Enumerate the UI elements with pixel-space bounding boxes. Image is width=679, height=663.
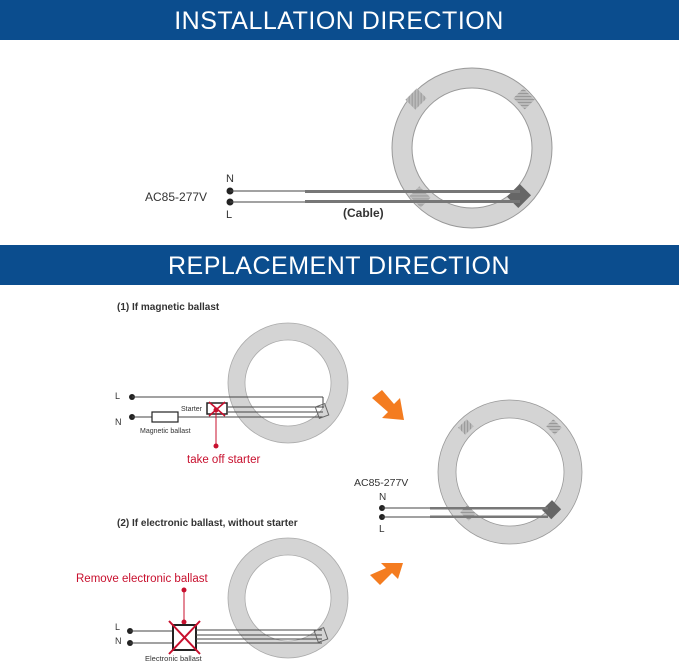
n-label: N (379, 492, 386, 503)
take-off-starter-label: take off starter (187, 454, 260, 466)
lamp-connector-icon (314, 403, 330, 419)
magnetic-ballast-label: Magnetic ballast (140, 428, 191, 435)
result-lamp-diagram: AC85-277V N L (354, 399, 583, 545)
installation-wiring: N L AC85-277V (Cable) (145, 173, 520, 221)
electronic-ballast-label: Electronic ballast (145, 654, 203, 663)
lamp-electrode-icon (405, 88, 427, 110)
lamp-electrode-icon (513, 88, 535, 110)
n-label: N (226, 173, 234, 185)
arrow-down-right-icon (372, 390, 404, 420)
magnetic-heading: (1) If magnetic ballast (117, 302, 220, 313)
magnetic-ballast-icon (151, 411, 179, 423)
l-label: L (226, 209, 232, 221)
l-label: L (115, 391, 120, 401)
installation-lamp-ring (391, 67, 553, 229)
remove-x-icon (168, 620, 201, 655)
starter-label: Starter (181, 406, 203, 413)
replacement-header: REPLACEMENT DIRECTION (0, 245, 679, 285)
installation-title: INSTALLATION DIRECTION (174, 7, 504, 35)
lamp-connector-icon (313, 627, 329, 643)
n-label: N (115, 636, 122, 646)
n-label: N (115, 417, 122, 427)
replacement-title: REPLACEMENT DIRECTION (168, 252, 510, 280)
l-label: L (115, 622, 120, 632)
l-label: L (379, 524, 385, 535)
remove-ballast-label: Remove electronic ballast (76, 573, 208, 585)
arrow-up-right-icon (370, 563, 403, 585)
cable-label: (Cable) (343, 206, 384, 220)
electronic-heading: (2) If electronic ballast, without start… (117, 518, 298, 529)
electronic-ballast-diagram: (2) If electronic ballast, without start… (76, 518, 349, 663)
voltage-label: AC85-277V (145, 190, 207, 204)
installation-header: INSTALLATION DIRECTION (0, 0, 679, 40)
voltage-label: AC85-277V (354, 477, 408, 489)
magnetic-ballast-diagram: (1) If magnetic ballast L N Starter Magn… (115, 302, 349, 466)
